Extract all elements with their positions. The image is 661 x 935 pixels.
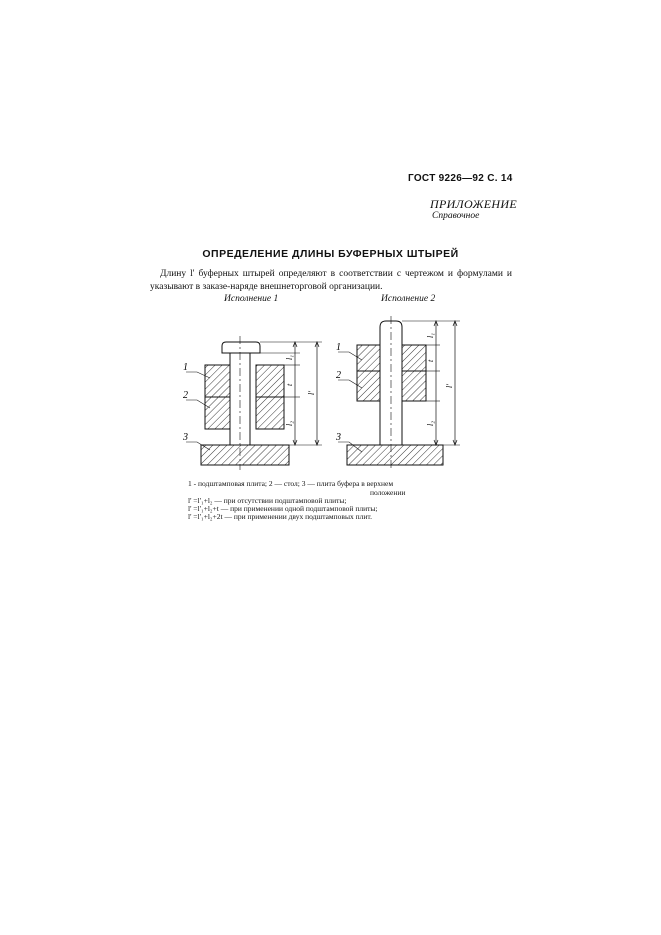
v2-upper-plate-right — [401, 344, 427, 372]
v2-leader-3 — [338, 441, 363, 453]
variant-2-drawing — [338, 316, 460, 470]
section-title: ОПРЕДЕЛЕНИЕ ДЛИНЫ БУФЕРНЫХ ШТЫРЕЙ — [202, 248, 459, 260]
appendix-label: ПРИЛОЖЕНИЕ — [430, 197, 517, 211]
v1-table-right — [255, 396, 285, 430]
v1-leader-3 — [186, 441, 211, 451]
v1-dim-l1: l₁ — [285, 355, 294, 360]
v2-label-3: 3 — [335, 432, 341, 443]
v1-leader-1 — [186, 371, 211, 379]
legend-line-2: l' =l'₁+l₂ — при отсутствии подштамповой… — [188, 496, 347, 505]
v2-buffer-plate — [346, 444, 444, 466]
v1-dim-l2: l₂ — [285, 421, 294, 426]
v2-leader-1 — [338, 351, 363, 361]
variant-2-caption: Исполнение 2 — [381, 294, 436, 304]
v2-leader-2 — [338, 379, 363, 389]
v2-label-2: 2 — [336, 370, 341, 381]
v1-upper-plate-left — [204, 364, 231, 398]
v1-pin-shaft — [229, 352, 251, 446]
legend-line-4: l' =l'₁+l₂+2t — при применении двух подш… — [188, 512, 372, 521]
legend-line-1b: положении — [370, 488, 406, 497]
v1-pin-head — [221, 341, 261, 354]
v2-dim-t: t — [426, 359, 435, 362]
body-paragraph: Длину l' буферных штырей определяют в со… — [150, 268, 512, 294]
v1-dim-lprime: l' — [307, 391, 316, 395]
v1-leader-2 — [186, 399, 211, 409]
v1-label-3: 3 — [182, 432, 188, 443]
v2-table-left — [356, 370, 381, 402]
body-paragraph-text: Длину l' буферных штырей определяют в со… — [150, 269, 512, 292]
v2-upper-plate-left — [356, 344, 381, 372]
page-header-code: ГОСТ 9226—92 С. 14 — [408, 173, 513, 184]
variant-1-drawing — [186, 336, 322, 470]
v2-dim-l1: l₁ — [426, 333, 435, 338]
v1-label-1: 1 — [183, 362, 188, 373]
v2-table-right — [401, 370, 427, 402]
v1-label-2: 2 — [183, 390, 188, 401]
legend-line-3: l' =l'₁+l₂+t — при применении одной подш… — [188, 504, 378, 513]
legend-line-1: 1 - подштамповая плита; 2 — стол; 3 — пл… — [188, 479, 394, 488]
v1-dim-t: t — [285, 383, 294, 386]
appendix-sublabel: Справочное — [432, 211, 480, 221]
variant-1-caption: Исполнение 1 — [224, 294, 279, 304]
v2-dim-l2: l₂ — [426, 421, 435, 426]
v2-dim-lprime: l' — [445, 384, 454, 388]
v2-label-1: 1 — [336, 342, 341, 353]
v1-upper-plate-right — [255, 364, 285, 398]
v1-buffer-plate — [200, 444, 290, 466]
v1-table-left — [204, 396, 231, 430]
